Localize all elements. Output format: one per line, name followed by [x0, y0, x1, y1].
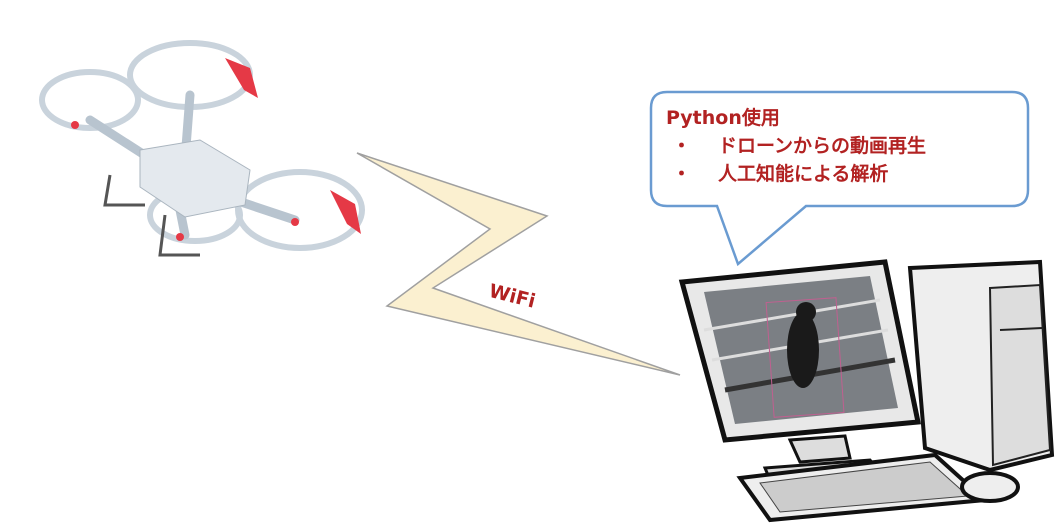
speech-bubble	[649, 90, 1030, 267]
wifi-signal-bolt	[356, 152, 681, 376]
drone-illustration	[39, 40, 365, 257]
bubble-item-text: ドローンからの動画再生	[718, 135, 927, 157]
bubble-item-text: 人工知能による解析	[718, 163, 889, 185]
bubble-item: ・ 人工知能による解析	[666, 160, 926, 188]
bubble-item: ・ ドローンからの動画再生	[666, 132, 926, 160]
desktop-computer-illustration	[678, 259, 1055, 523]
bullet-icon: ・	[672, 163, 692, 185]
bullet-icon: ・	[672, 135, 692, 157]
bubble-title: Python使用	[666, 107, 780, 129]
bubble-text: Python使用 ・ドローンからの動画再生 ・人工知能による解析	[666, 104, 926, 188]
